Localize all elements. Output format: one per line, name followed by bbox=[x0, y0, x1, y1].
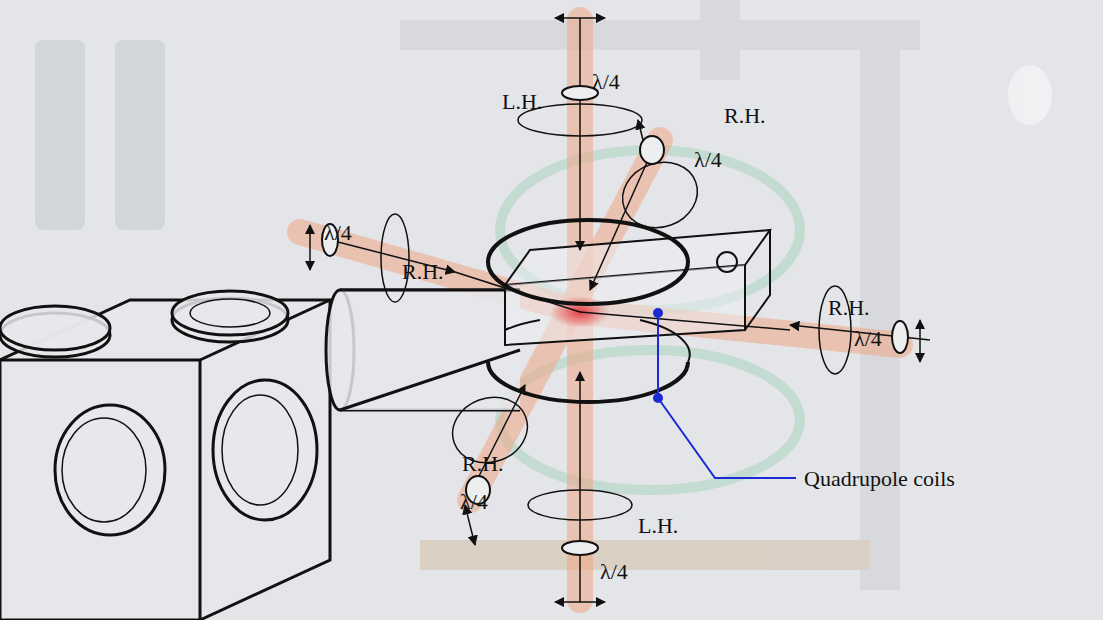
part-label: Quadrupole coils bbox=[802, 467, 957, 491]
polarization-label: λ/4 bbox=[590, 70, 622, 94]
polarization-label: R.H. bbox=[826, 296, 872, 320]
polarization-label: R.H. bbox=[400, 260, 446, 284]
polarization-label: λ/4 bbox=[692, 148, 724, 172]
quadrupole-coils bbox=[488, 220, 690, 402]
beam-axes bbox=[310, 18, 930, 602]
polarization-label: λ/4 bbox=[852, 327, 884, 351]
polarization-label: λ/4 bbox=[322, 221, 354, 245]
glass-cell bbox=[505, 230, 770, 345]
laser-beams bbox=[300, 20, 900, 600]
vacuum-chamber bbox=[0, 290, 520, 620]
polarization-label: R.H. bbox=[722, 104, 768, 128]
polarization-label: λ/4 bbox=[458, 490, 490, 514]
polarization-label: R.H. bbox=[460, 452, 506, 476]
polarization-label: λ/4 bbox=[598, 560, 630, 584]
coil-leader bbox=[653, 308, 796, 478]
polarization-label: L.H. bbox=[636, 514, 680, 538]
polarization-label: L.H. bbox=[500, 90, 544, 114]
